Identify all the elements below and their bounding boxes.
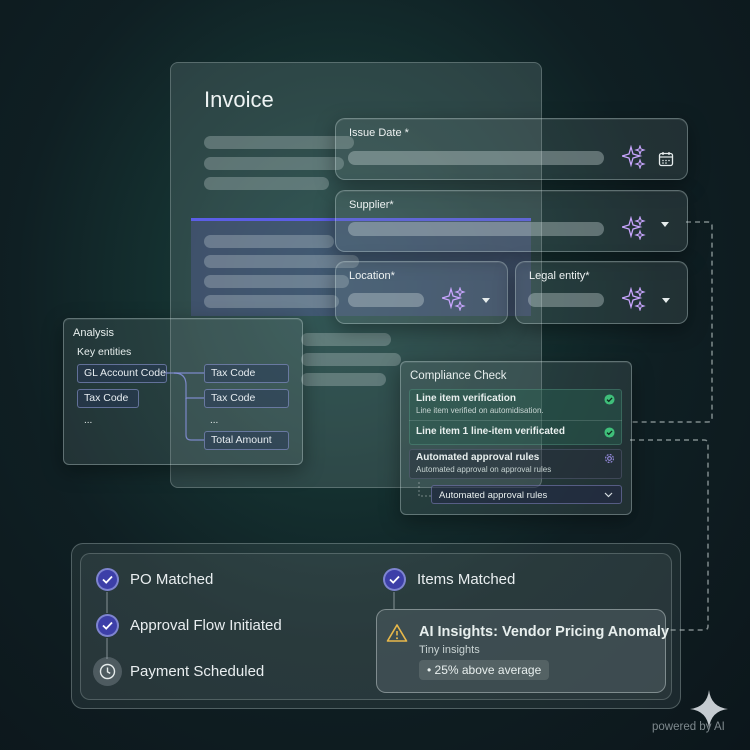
entity-more: ...	[210, 415, 219, 426]
ai-insights-subtitle: Tiny insights	[419, 644, 480, 656]
divider	[409, 420, 622, 421]
approval-flow-check-icon	[96, 614, 119, 637]
chevron-down-icon[interactable]	[661, 222, 669, 227]
ai-sparkle-icon	[622, 287, 646, 311]
analysis-title: Analysis	[73, 327, 114, 339]
compliance-item-title: Automated approval rules	[416, 452, 540, 463]
text-placeholder	[204, 177, 329, 190]
invoice-document: Invoice	[170, 62, 542, 488]
calendar-icon[interactable]	[658, 151, 674, 167]
powered-by-ai-watermark: powered by AI	[652, 721, 725, 733]
text-placeholder	[204, 295, 339, 308]
tree-connector	[418, 482, 433, 497]
location-label: Location*	[349, 270, 395, 282]
issue-date-label: Issue Date *	[349, 127, 409, 139]
chevron-down-icon[interactable]	[604, 492, 613, 498]
approval-rules-dropdown-value: Automated approval rules	[439, 490, 548, 501]
location-field[interactable]: Location*	[335, 261, 508, 324]
supplier-field[interactable]: Supplier*	[335, 190, 688, 252]
text-placeholder	[204, 136, 354, 149]
compliance-group-verified	[409, 389, 622, 445]
issue-date-field[interactable]: Issue Date *	[335, 118, 688, 180]
text-placeholder	[204, 255, 359, 268]
text-placeholder	[301, 373, 386, 386]
text-placeholder	[301, 353, 401, 366]
approval-rules-dropdown[interactable]	[431, 485, 622, 504]
entity-tag-gl-account-code[interactable]: GL Account Code	[77, 364, 167, 383]
compliance-item-subtitle: Line item verified on automidisation.	[416, 406, 544, 415]
entity-tag-total-amount[interactable]: Total Amount	[204, 431, 289, 450]
legal-entity-input[interactable]	[528, 293, 604, 307]
entity-tag-tax-code[interactable]: Tax Code	[77, 389, 139, 408]
warning-icon	[386, 624, 408, 642]
entity-more: ...	[84, 415, 93, 426]
ai-insights-title: AI Insights: Vendor Pricing Anomaly	[419, 624, 670, 640]
ai-sparkle-icon	[622, 145, 646, 169]
compliance-row-approval[interactable]	[409, 449, 622, 479]
analysis-panel: Analysis Key entities GL Account Code Ta…	[63, 318, 303, 465]
clock-icon	[93, 657, 122, 686]
entity-tag-tax-code[interactable]: Tax Code	[204, 364, 289, 383]
step-approval-flow-initiated: Approval Flow Initiated	[130, 617, 282, 634]
invoice-title: Invoice	[204, 87, 274, 112]
legal-entity-field[interactable]: Legal entity*	[515, 261, 688, 324]
location-input[interactable]	[348, 293, 424, 307]
step-items-matched: Items Matched	[417, 571, 516, 588]
text-placeholder	[204, 157, 344, 170]
check-circle-icon	[604, 394, 615, 405]
compliance-item-subtitle: Automated approval on approval rules	[416, 465, 552, 474]
compliance-item-title: Line item 1 line-item verificated	[416, 426, 565, 437]
ai-insights-card[interactable]: AI Insights: Vendor Pricing Anomaly Tiny…	[376, 609, 670, 693]
entity-tag-tax-code[interactable]: Tax Code	[204, 389, 289, 408]
step-payment-scheduled: Payment Scheduled	[130, 663, 265, 680]
ai-sparkle-icon	[442, 287, 466, 311]
compliance-check-panel: Compliance Check Line item verification …	[400, 361, 632, 515]
ai-insights-point: • 25% above average	[419, 660, 550, 680]
items-matched-check-icon	[383, 568, 406, 591]
text-placeholder	[301, 333, 391, 346]
legal-entity-label: Legal entity*	[529, 270, 590, 282]
compliance-item-title: Line item verification	[416, 393, 517, 404]
po-matched-check-icon	[96, 568, 119, 591]
text-placeholder	[204, 235, 334, 248]
chevron-down-icon[interactable]	[662, 298, 670, 303]
supplier-label: Supplier*	[349, 199, 394, 211]
check-circle-icon	[604, 427, 615, 438]
supplier-input[interactable]	[348, 222, 604, 236]
gear-icon[interactable]	[604, 453, 615, 464]
key-entities-label: Key entities	[77, 346, 132, 358]
sparkle-logo-icon	[690, 690, 728, 728]
step-po-matched: PO Matched	[130, 571, 214, 588]
ai-sparkle-icon	[622, 216, 646, 240]
compliance-title: Compliance Check	[410, 370, 507, 382]
chevron-down-icon[interactable]	[482, 298, 490, 303]
entity-connector-lines	[163, 372, 204, 441]
highlighted-region	[191, 218, 531, 316]
text-placeholder	[204, 275, 349, 288]
issue-date-input[interactable]	[348, 151, 604, 165]
